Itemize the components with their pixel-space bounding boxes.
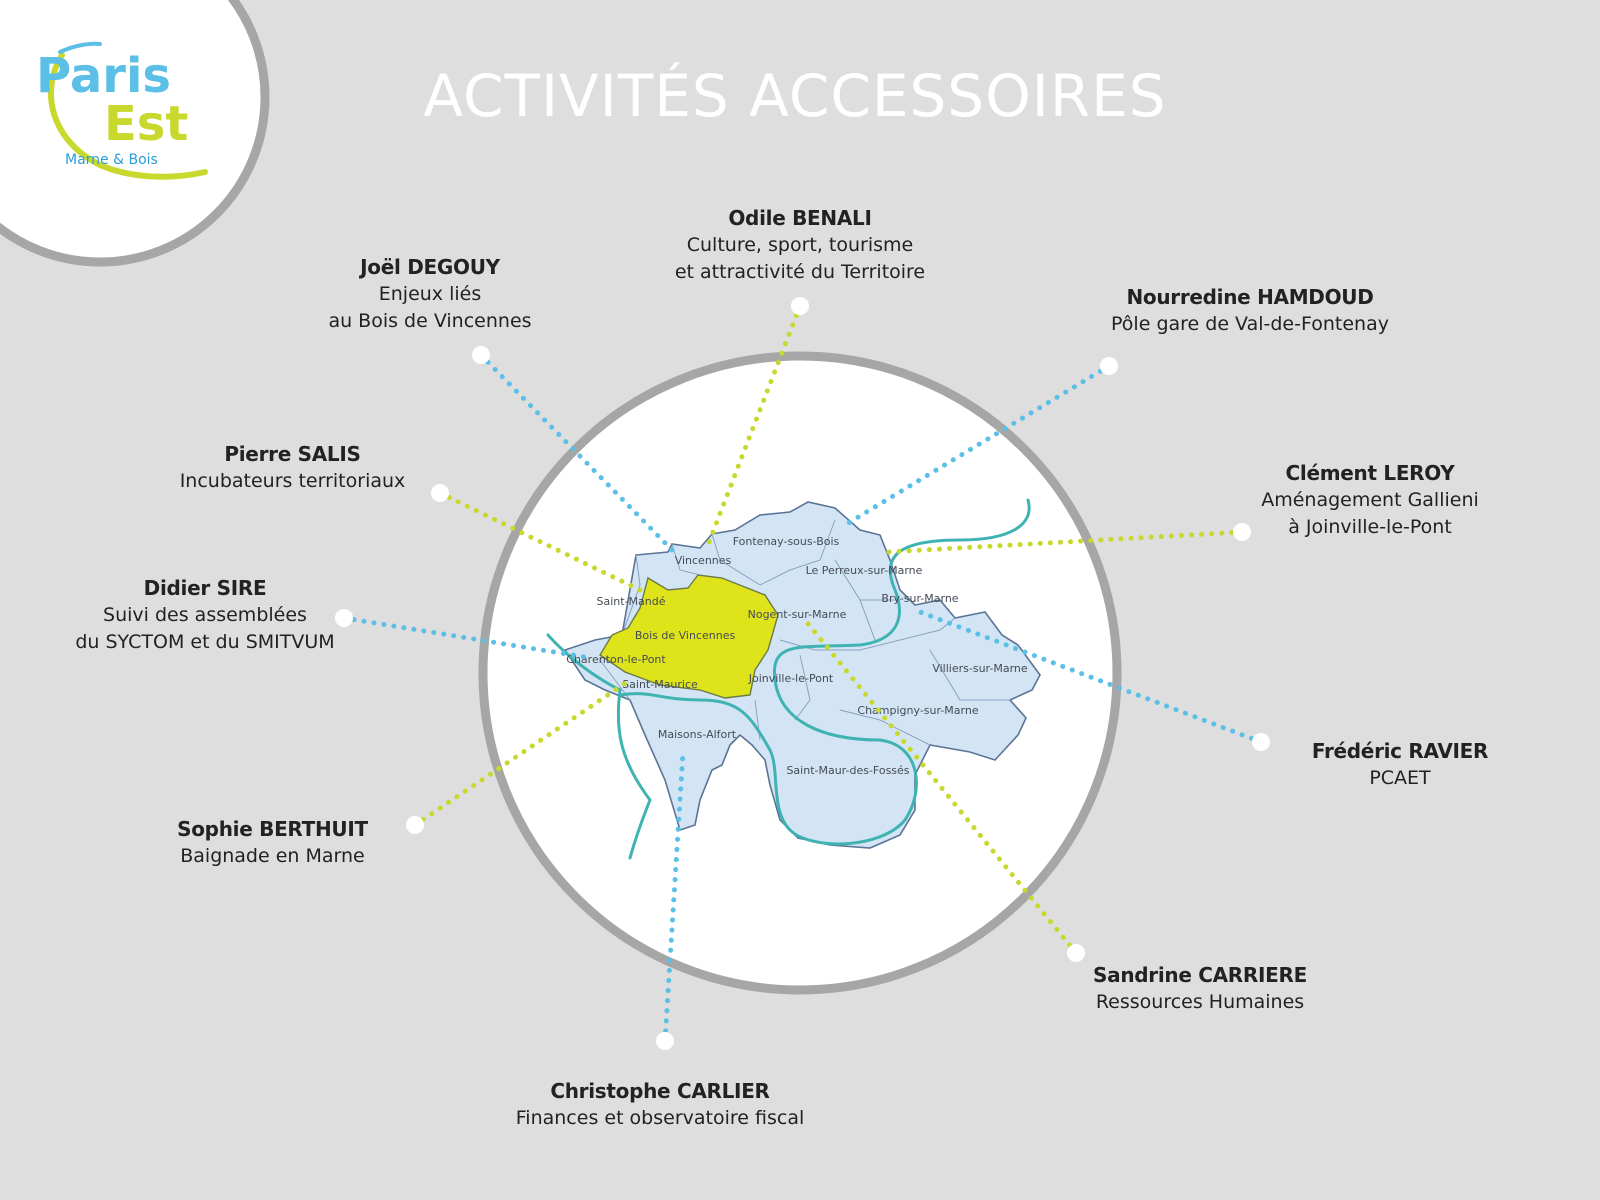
person-name: Odile BENALI xyxy=(728,206,872,230)
person-role: Aménagement Gallieni xyxy=(1261,489,1479,511)
endpoint-dot xyxy=(791,297,809,315)
person-name: Frédéric RAVIER xyxy=(1311,739,1489,763)
person-role: Incubateurs territoriaux xyxy=(179,470,406,492)
map-label-vincennes: Vincennes xyxy=(675,554,732,567)
person-carlier: Christophe CARLIER Finances et observato… xyxy=(470,1078,850,1132)
endpoint-dot xyxy=(472,346,490,364)
map-label-bry: Bry-sur-Marne xyxy=(881,592,958,605)
person-name: Nourredine HAMDOUD xyxy=(1126,285,1374,309)
connector-benali xyxy=(703,303,803,553)
bois-de-vincennes-area xyxy=(599,574,779,699)
person-ravier: Frédéric RAVIER PCAET xyxy=(1300,738,1500,792)
map-label-bois: Bois de Vincennes xyxy=(635,629,736,642)
connector-leroy xyxy=(885,529,1245,555)
person-role: au Bois de Vincennes xyxy=(328,310,532,332)
map-label-saint-maur: Saint-Maur-des-Fossés xyxy=(786,764,909,777)
endpoint-dot xyxy=(1252,733,1270,751)
person-role: Enjeux liés xyxy=(378,283,482,305)
map-label-joinville: Joinville-le-Pont xyxy=(748,672,834,685)
person-name: Sophie BERTHUIT xyxy=(177,817,368,841)
person-role: à Joinville-le-Pont xyxy=(1288,516,1452,538)
endpoint-dot xyxy=(431,484,449,502)
endpoint-dot xyxy=(1100,357,1118,375)
logo-marne-bois: Marne & Bois xyxy=(65,152,158,168)
connector-ravier xyxy=(917,609,1264,745)
person-role: Suivi des assemblées xyxy=(103,604,307,626)
person-role: et attractivité du Territoire xyxy=(674,261,926,283)
connector-carlier xyxy=(662,749,686,1044)
connector-sire xyxy=(341,615,588,660)
connector-berthuit xyxy=(412,677,633,828)
person-name: Didier SIRE xyxy=(143,576,267,600)
person-name: Christophe CARLIER xyxy=(550,1079,770,1103)
endpoint-dot xyxy=(406,816,424,834)
person-name: Clément LEROY xyxy=(1285,461,1455,485)
endpoint-dot xyxy=(1233,523,1251,541)
logo-paris: Paris xyxy=(36,48,171,104)
person-role: Pôle gare de Val-de-Fontenay xyxy=(1111,313,1389,335)
person-role: Ressources Humaines xyxy=(1095,991,1305,1013)
person-role: Finances et observatoire fiscal xyxy=(515,1107,805,1129)
person-name: Sandrine CARRIERE xyxy=(1093,963,1307,987)
person-name: Joël DEGOUY xyxy=(360,255,500,279)
person-hamdoud: Nourredine HAMDOUD Pôle gare de Val-de-F… xyxy=(1070,284,1430,338)
connector-carriere xyxy=(802,617,1079,956)
connector-salis xyxy=(437,490,643,593)
person-leroy: Clément LEROY Aménagement Gallieni à Joi… xyxy=(1225,460,1515,541)
endpoint-dot xyxy=(656,1032,674,1050)
map-label-maisons: Maisons-Alfort xyxy=(658,728,737,741)
person-role: PCAET xyxy=(1369,767,1431,789)
person-berthuit: Sophie BERTHUIT Baignade en Marne xyxy=(150,816,395,870)
logo-est: Est xyxy=(104,96,188,152)
person-degouy: Joël DEGOUY Enjeux liés au Bois de Vince… xyxy=(290,254,570,335)
person-salis: Pierre SALIS Incubateurs territoriaux xyxy=(150,441,435,495)
person-role: Baignade en Marne xyxy=(180,845,365,867)
map-label-champigny: Champigny-sur-Marne xyxy=(857,704,978,717)
endpoint-dot xyxy=(335,609,353,627)
map-label-charenton: Charenton-le-Pont xyxy=(566,653,666,666)
territory-map: Fontenay-sous-Bois Vincennes Le Perreux-… xyxy=(546,498,1041,860)
person-name: Pierre SALIS xyxy=(224,442,361,466)
page-title: ACTIVITÉS ACCESSOIRES xyxy=(423,62,1167,130)
logo: Paris Est Marne & Bois xyxy=(0,0,280,284)
person-role: du SYCTOM et du SMITVUM xyxy=(75,631,335,653)
map-label-saint-mande: Saint-Mandé xyxy=(597,595,666,608)
person-carriere: Sandrine CARRIERE Ressources Humaines xyxy=(1075,962,1325,1016)
endpoint-dot xyxy=(1067,944,1085,962)
marne-river xyxy=(546,498,1031,860)
person-benali: Odile BENALI Culture, sport, tourisme et… xyxy=(640,205,960,286)
connector-hamdoud xyxy=(842,363,1112,528)
map-label-saint-maurice: Saint-Maurice xyxy=(622,678,698,691)
map-label-perreux: Le Perreux-sur-Marne xyxy=(806,564,923,577)
person-sire: Didier SIRE Suivi des assemblées du SYCT… xyxy=(40,575,370,656)
person-role: Culture, sport, tourisme xyxy=(686,234,914,256)
map-label-fontenay: Fontenay-sous-Bois xyxy=(733,535,840,548)
map-label-nogent: Nogent-sur-Marne xyxy=(748,608,847,621)
map-label-villiers: Villiers-sur-Marne xyxy=(932,662,1028,675)
